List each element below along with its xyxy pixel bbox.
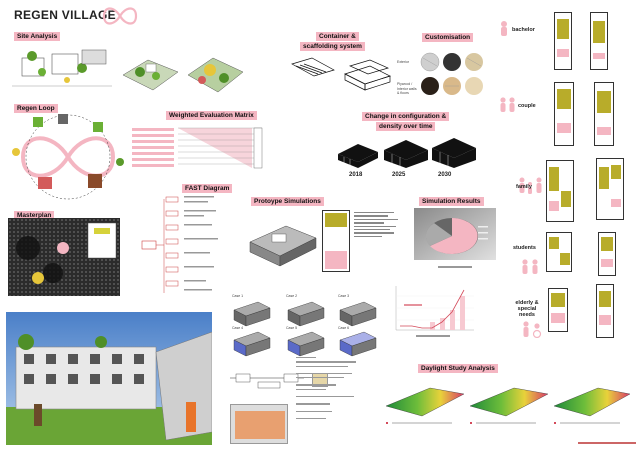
year-2018: 2018 (349, 172, 363, 178)
family-plan-1 (546, 160, 574, 222)
user-elderly: elderly & special needs (515, 300, 539, 318)
site-analysis-header: Site Analysis (14, 32, 61, 41)
elderly-plan-2 (596, 284, 614, 338)
daylight-header: Daylight Study Analysis (418, 364, 498, 373)
students-plan-2 (598, 232, 616, 276)
weighted-matrix-header: Weighted Evaluation Matrix (166, 111, 257, 120)
site-analysis-sketch (12, 49, 112, 87)
elderly-plan-1 (548, 288, 568, 332)
case-6-label: Case 6 (338, 326, 350, 330)
scaffolding-isometric (291, 57, 391, 91)
couple-plan-2 (594, 82, 614, 146)
site-aerial-views (122, 57, 244, 93)
bachelor-plan-2 (590, 12, 608, 70)
weighted-matrix-table (132, 127, 263, 169)
case-1-label: Case 1 (232, 294, 244, 298)
interior-label: Plywood / Interior walls & floors (397, 82, 417, 95)
temperature-line-chart (395, 286, 474, 337)
prototype-3d-model (249, 225, 317, 267)
change-config-header: Change in configuration & (362, 112, 450, 121)
bachelor-plan-1 (554, 12, 572, 70)
prototype-notes (354, 210, 404, 239)
user-students: students (513, 245, 536, 251)
year-2030: 2030 (438, 172, 452, 178)
couple-people-icon (500, 97, 515, 112)
exterior-label: Exterior (397, 60, 410, 64)
infinity-logo-icon (102, 7, 138, 25)
masterplan-overlay (16, 222, 117, 284)
energy-pie-chart (414, 208, 496, 268)
customisation-header: Customisation (422, 33, 474, 42)
fast-diagram-header: FAST Diagram (182, 184, 233, 193)
bachelor-person-icon (501, 21, 507, 36)
elderly-people-icon (523, 321, 542, 338)
prototype-floor-plan (322, 210, 350, 272)
masterplan-header: Masterplan (14, 211, 55, 220)
students-people-icon (522, 259, 538, 274)
simulation-results-header: Simulation Results (419, 197, 484, 206)
bottom-notes (296, 354, 360, 422)
user-bachelor: bachelor (512, 27, 535, 33)
case-5-label: Case 5 (286, 326, 298, 330)
regen-loop-diagram (12, 114, 124, 200)
case-4-label: Case 4 (232, 326, 244, 330)
system-diagram (230, 373, 304, 389)
container-header: Container & (316, 32, 359, 41)
family-people-icon (519, 177, 542, 194)
students-plan-1 (546, 232, 572, 272)
footer-credit-line (578, 442, 636, 444)
family-plan-2 (596, 158, 624, 220)
fast-diagram-tree (141, 196, 218, 293)
render-photo (6, 312, 212, 445)
case-3-label: Case 3 (338, 294, 350, 298)
software-screenshot (230, 404, 288, 444)
prototype-header: Protoype Simulations (251, 197, 324, 206)
user-couple: couple (518, 103, 536, 109)
container-header-2: scaffolding system (300, 42, 365, 51)
density-evolution (338, 138, 476, 168)
year-2025: 2025 (392, 172, 406, 178)
case-models-grid (233, 301, 377, 357)
page-title: REGEN VILLAGE (14, 8, 116, 22)
change-config-header-2: density over time (376, 122, 436, 131)
case-2-label: Case 2 (286, 294, 298, 298)
couple-plan-1 (554, 82, 574, 146)
regen-loop-header: Regen Loop (14, 104, 58, 113)
material-swatches (420, 52, 483, 95)
user-family: family (516, 184, 532, 190)
daylight-heatmaps (385, 387, 631, 424)
